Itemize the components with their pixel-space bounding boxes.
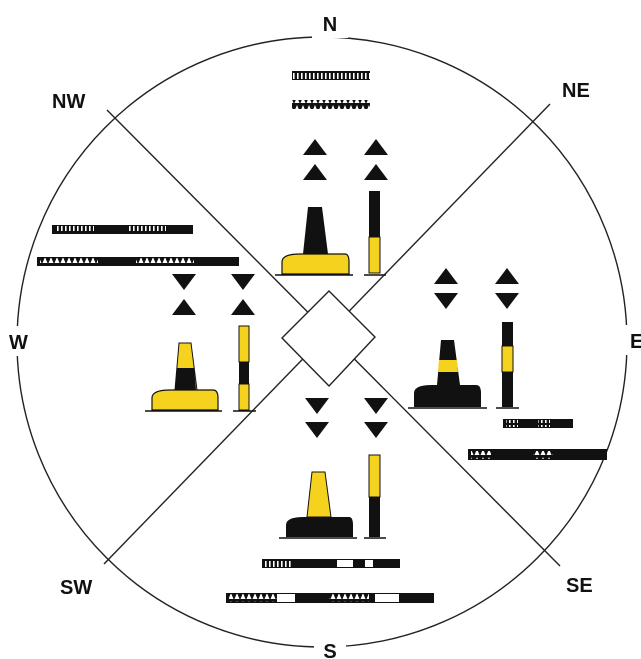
direction-labels: N NE E SE S SW W NW bbox=[4, 8, 641, 659]
south-quadrant bbox=[226, 398, 434, 603]
east-topmark-spar bbox=[495, 268, 519, 309]
label-w: W bbox=[9, 332, 28, 354]
label-nw: NW bbox=[52, 91, 85, 113]
label-ne: NE bbox=[562, 80, 590, 102]
label-se: SE bbox=[566, 575, 593, 597]
east-spar bbox=[496, 322, 519, 409]
south-topmark-buoy bbox=[305, 398, 329, 438]
north-topmark-buoy bbox=[303, 139, 327, 180]
west-topmark-buoy bbox=[172, 274, 196, 315]
south-spar bbox=[364, 454, 386, 539]
label-n: N bbox=[323, 14, 337, 36]
label-e: E bbox=[630, 331, 641, 353]
south-buoy bbox=[279, 471, 357, 539]
north-buoy bbox=[275, 207, 353, 276]
compass-rose bbox=[16, 36, 628, 648]
label-sw: SW bbox=[60, 577, 92, 599]
east-buoy bbox=[408, 340, 487, 409]
west-topmark-spar bbox=[231, 274, 255, 315]
south-light-pattern-1 bbox=[262, 559, 400, 568]
west-quadrant bbox=[37, 225, 256, 412]
north-light-pattern-2 bbox=[292, 100, 370, 109]
west-light-pattern-1 bbox=[52, 225, 193, 234]
east-quadrant bbox=[408, 268, 607, 460]
north-quadrant bbox=[275, 71, 388, 276]
north-light-pattern-1 bbox=[292, 71, 370, 80]
north-spar bbox=[364, 191, 386, 276]
south-topmark-spar bbox=[364, 398, 388, 438]
label-s: S bbox=[323, 641, 336, 659]
center-diamond bbox=[281, 290, 376, 388]
west-spar bbox=[233, 325, 256, 412]
east-topmark-buoy bbox=[434, 268, 458, 309]
north-topmark-spar bbox=[364, 139, 388, 180]
west-buoy bbox=[145, 342, 222, 412]
